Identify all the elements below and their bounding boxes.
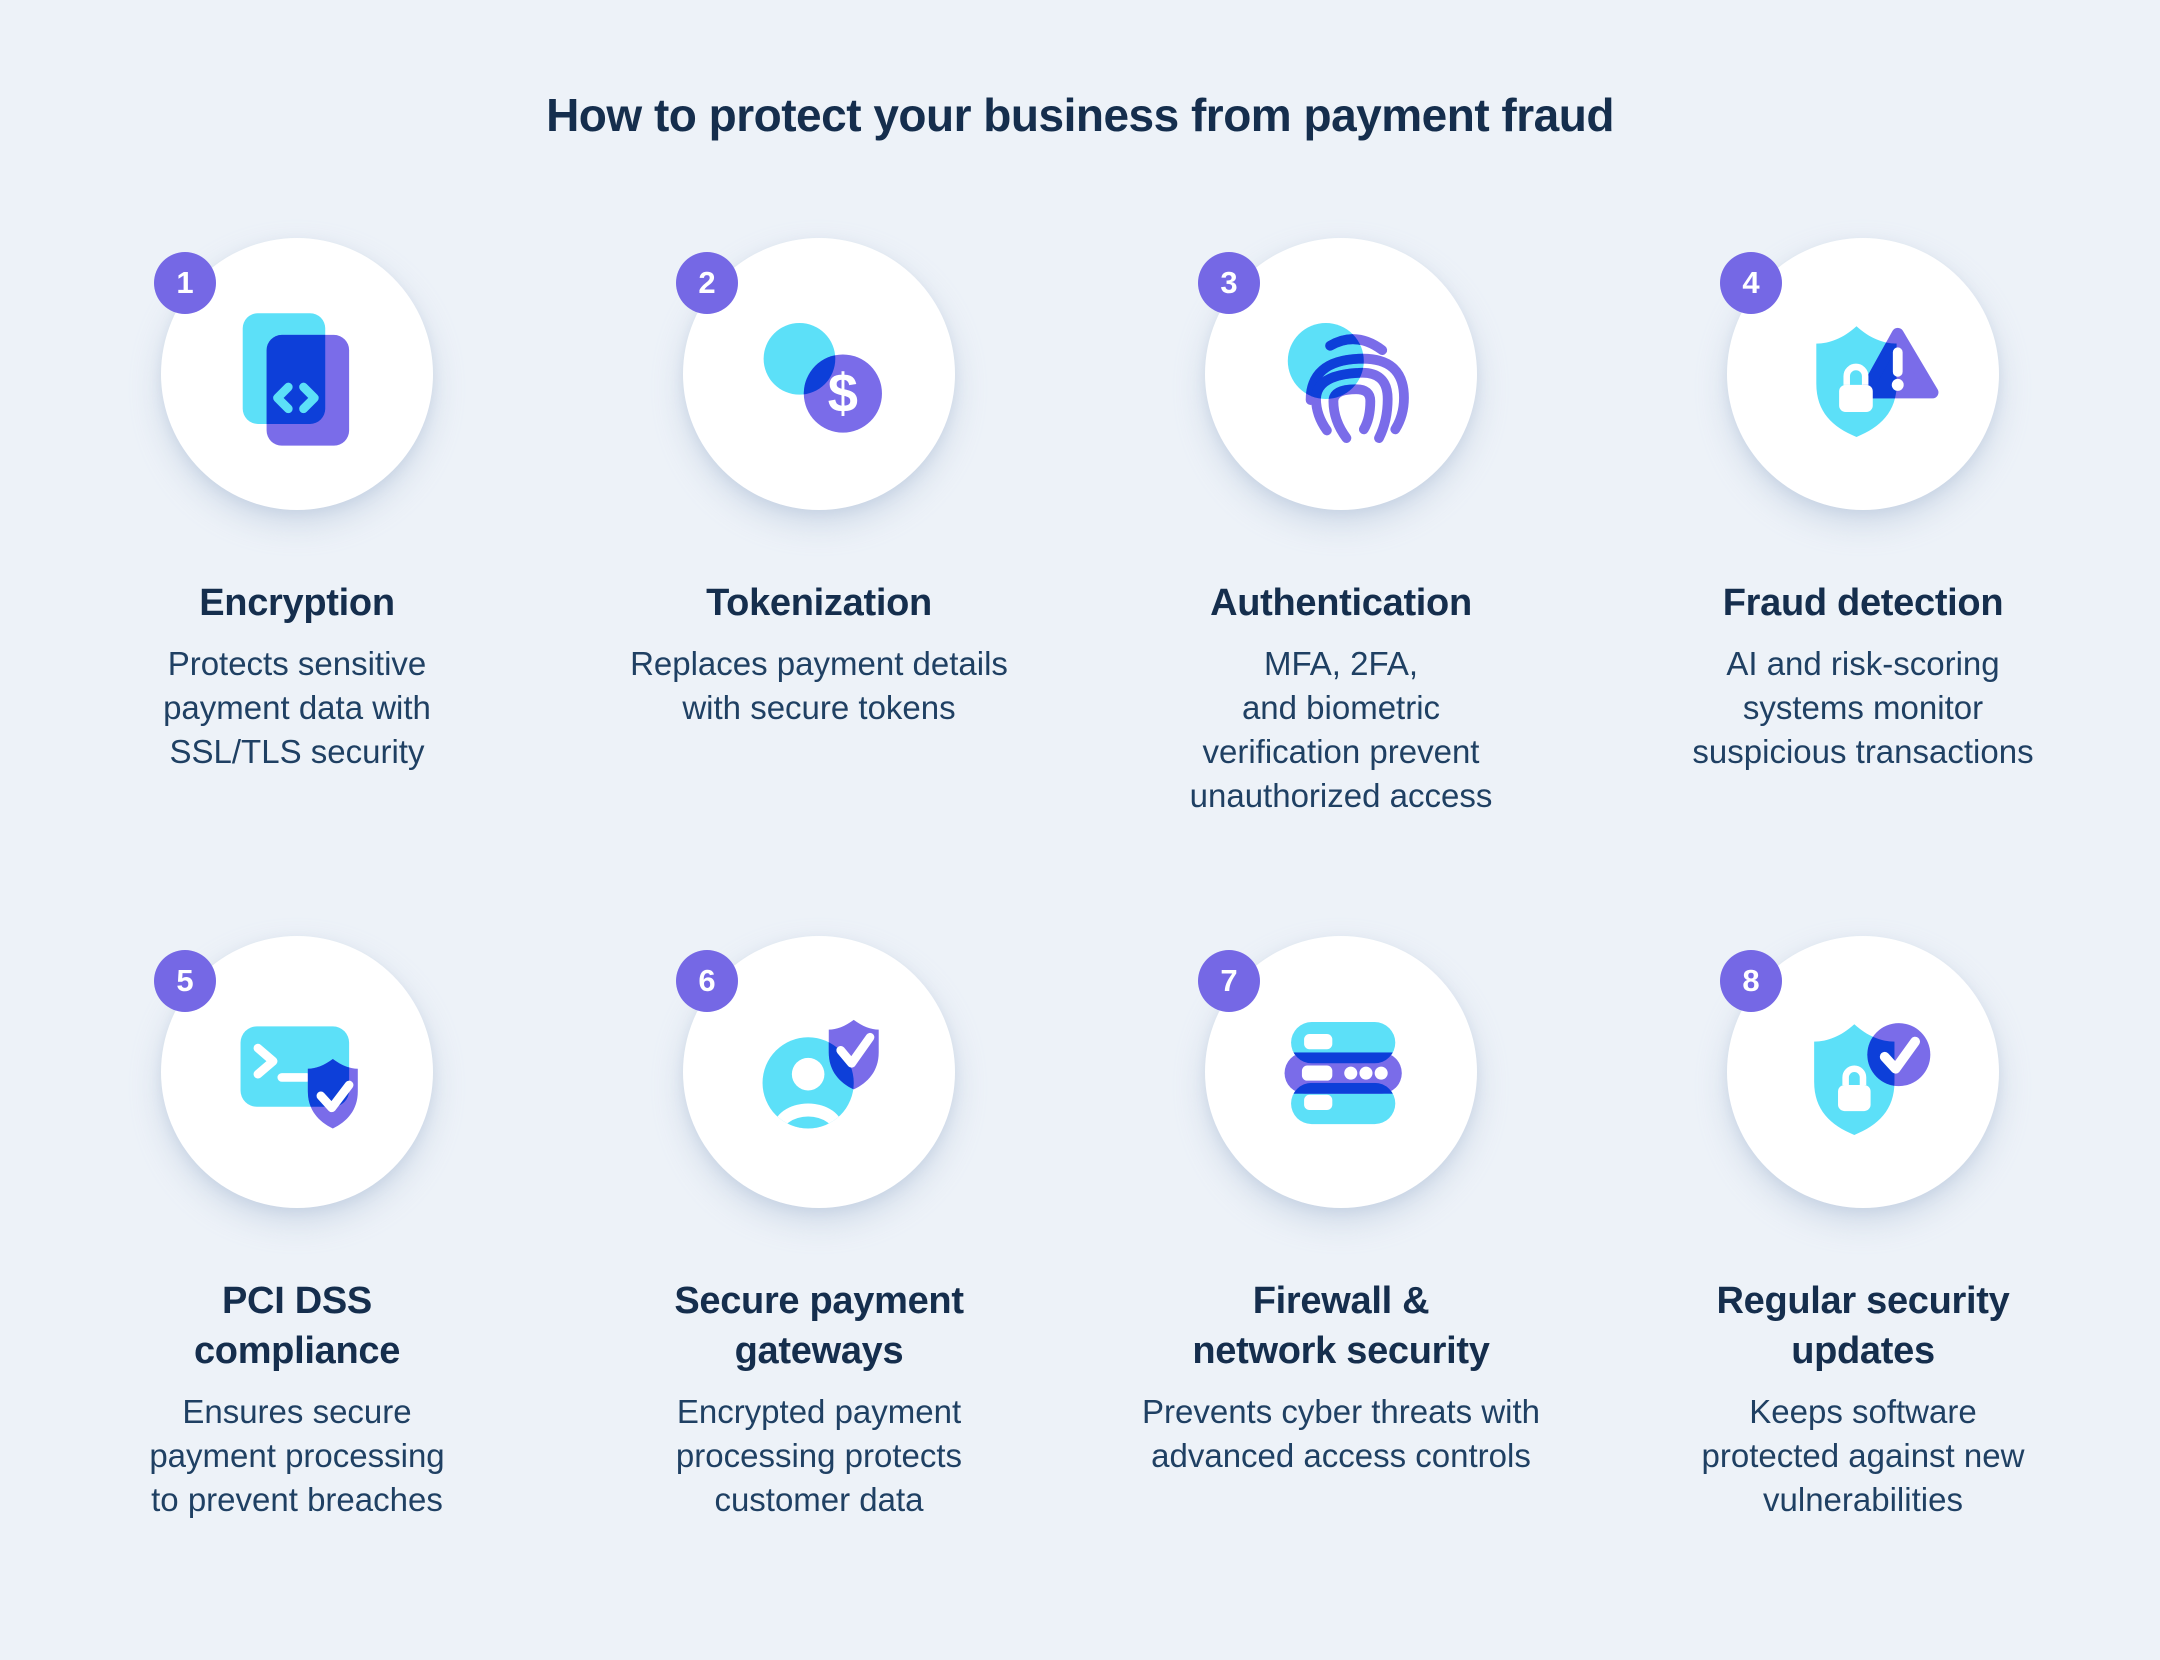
steps-grid: 1 Encryption Protects sensitive payment … (0, 238, 2160, 1522)
step-card-pci-dss: 5 PCI DSS compliance Ensures secure paym… (36, 936, 558, 1522)
step-badge: 1 (154, 252, 216, 314)
step-card-encryption: 1 Encryption Protects sensitive payment … (36, 238, 558, 818)
step-number: 6 (698, 963, 716, 998)
step-description: Prevents cyber threats with advanced acc… (1142, 1393, 1540, 1474)
step-title: Authentication (1210, 582, 1472, 624)
step-badge: 6 (676, 950, 738, 1012)
dollar-coin-icon: $ (763, 322, 882, 433)
fingerprint-icon (1287, 322, 1409, 443)
step-badge: 7 (1198, 950, 1260, 1012)
icon-wrap: 8 (1720, 936, 1999, 1208)
step-title: Tokenization (706, 582, 932, 624)
icon-wrap: 6 (676, 936, 955, 1208)
step-badge: 5 (154, 950, 216, 1012)
server-stack-icon (1284, 1022, 1402, 1125)
icon-wrap: 1 (154, 238, 433, 510)
step-card-security-updates: 8 Regular security updates Keeps softwar… (1602, 936, 2124, 1522)
step-title: Secure payment gateways (674, 1280, 964, 1372)
icon-wrap: 7 (1198, 936, 1477, 1208)
shield-warning-icon (1816, 326, 1939, 437)
step-number: 2 (698, 265, 716, 300)
step-title: PCI DSS compliance (193, 1280, 401, 1372)
step-badge: 3 (1198, 252, 1260, 314)
step-card-authentication: 3 Authentication MFA, 2FA, and biometric… (1080, 238, 1602, 818)
icon-wrap: 4 (1720, 238, 1999, 510)
step-card-fraud-detection: 4 Fraud detection AI and risk-scoring sy… (1602, 238, 2124, 818)
step-title: Regular security updates (1716, 1280, 2010, 1372)
step-number: 3 (1220, 265, 1238, 300)
step-number: 8 (1742, 963, 1760, 998)
step-title: Firewall & network security (1192, 1280, 1490, 1372)
svg-text:$: $ (828, 363, 858, 424)
code-documents-icon (242, 313, 350, 446)
step-description: Replaces payment details with secure tok… (630, 645, 1008, 726)
icon-wrap: 3 (1198, 238, 1477, 510)
step-number: 5 (176, 963, 194, 998)
icon-circle (1205, 238, 1477, 510)
page-title: How to protect your business from paymen… (546, 89, 1614, 141)
icon-wrap: $ 2 (676, 238, 955, 510)
step-card-tokenization: $ 2 Tokenization Replaces payment detail… (558, 238, 1080, 818)
step-description: AI and risk-scoring systems monitor susp… (1692, 645, 2034, 770)
step-card-firewall: 7 Firewall & network security Prevents c… (1080, 936, 1602, 1522)
step-title: Encryption (199, 582, 395, 624)
step-badge: 2 (676, 252, 738, 314)
step-number: 1 (176, 265, 194, 300)
step-description: Encrypted payment processing protects cu… (675, 1393, 963, 1518)
terminal-shield-icon (240, 1026, 358, 1129)
step-description: Keeps software protected against new vul… (1701, 1393, 2025, 1518)
step-description: Ensures secure payment processing to pre… (149, 1393, 445, 1518)
icon-circle (683, 936, 955, 1208)
step-title: Fraud detection (1722, 582, 2004, 624)
step-description: MFA, 2FA, and biometric verification pre… (1189, 645, 1493, 814)
step-number: 7 (1220, 963, 1238, 998)
step-card-secure-gateways: 6 Secure payment gateways Encrypted paym… (558, 936, 1080, 1522)
step-description: Protects sensitive payment data with SSL… (163, 645, 431, 770)
step-number: 4 (1742, 265, 1760, 300)
icon-circle (161, 238, 433, 510)
user-shield-icon (762, 1019, 879, 1129)
shield-check-icon (1814, 1023, 1931, 1135)
step-badge: 4 (1720, 252, 1782, 314)
icon-wrap: 5 (154, 936, 433, 1208)
step-badge: 8 (1720, 950, 1782, 1012)
